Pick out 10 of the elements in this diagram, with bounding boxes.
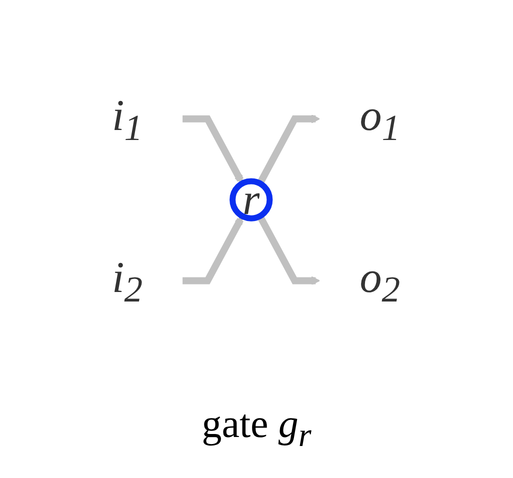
node-text: o$_{1}$ bbox=[360, 91, 400, 148]
node-text: i$_{2}$ bbox=[112, 253, 144, 310]
node-circle: r bbox=[230, 178, 274, 222]
gate-caption: gate g$_{r}$ bbox=[202, 401, 312, 446]
arrow bbox=[257, 214, 321, 286]
arrow bbox=[257, 114, 321, 186]
arrow bbox=[183, 116, 244, 184]
node-text: i$_{1}$ bbox=[112, 91, 144, 148]
node-text: o$_{2}$ bbox=[360, 253, 400, 310]
arrow bbox=[183, 216, 244, 284]
